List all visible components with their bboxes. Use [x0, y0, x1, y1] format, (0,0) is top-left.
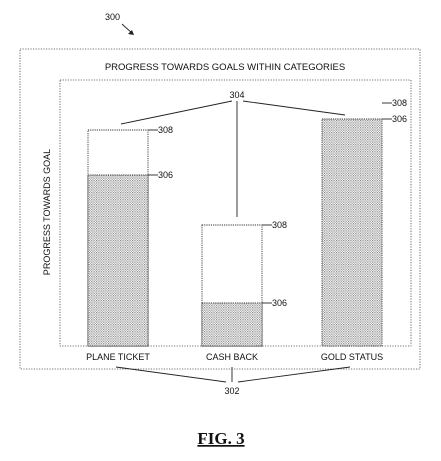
callout-306-label-2: 306: [392, 114, 407, 124]
plot-area-box: [59, 79, 412, 347]
chart-title: PROGRESS TOWARDS GOALS WITHIN CATEGORIES: [105, 62, 345, 73]
callout-308-label-1: 308: [272, 220, 287, 230]
callout-306-label-1: 306: [272, 298, 287, 308]
bars-group: 308 306 308 306 308 306: [87, 98, 407, 347]
figure-caption: FIG. 3: [197, 429, 244, 448]
callout-306-label-0: 306: [158, 170, 173, 180]
callout-302-label: 302: [224, 386, 239, 396]
callout-304-line-right: [242, 100, 346, 116]
callout-302-line-left: [115, 366, 227, 383]
y-axis-label: PROGRESS TOWARDS GOAL: [42, 149, 52, 275]
callout-304-line-left: [120, 100, 233, 125]
outer-figure-box: [19, 48, 421, 370]
category-labels: PLANE TICKET CASH BACK GOLD STATUS: [86, 352, 383, 362]
callout-304-label: 304: [229, 90, 244, 100]
category-label-0: PLANE TICKET: [86, 352, 150, 362]
figure-ref-arrowhead: [128, 30, 134, 35]
callout-302-line-right: [237, 366, 351, 383]
category-label-1: CASH BACK: [206, 352, 258, 362]
progress-bar-2: [321, 118, 383, 347]
category-label-2: GOLD STATUS: [321, 352, 383, 362]
callout-308-label-0: 308: [158, 125, 173, 135]
figure-ref-number: 300: [105, 12, 120, 22]
callout-308-label-2: 308: [392, 98, 407, 108]
progress-bar-1: [201, 302, 263, 347]
progress-bar-0: [87, 174, 149, 347]
